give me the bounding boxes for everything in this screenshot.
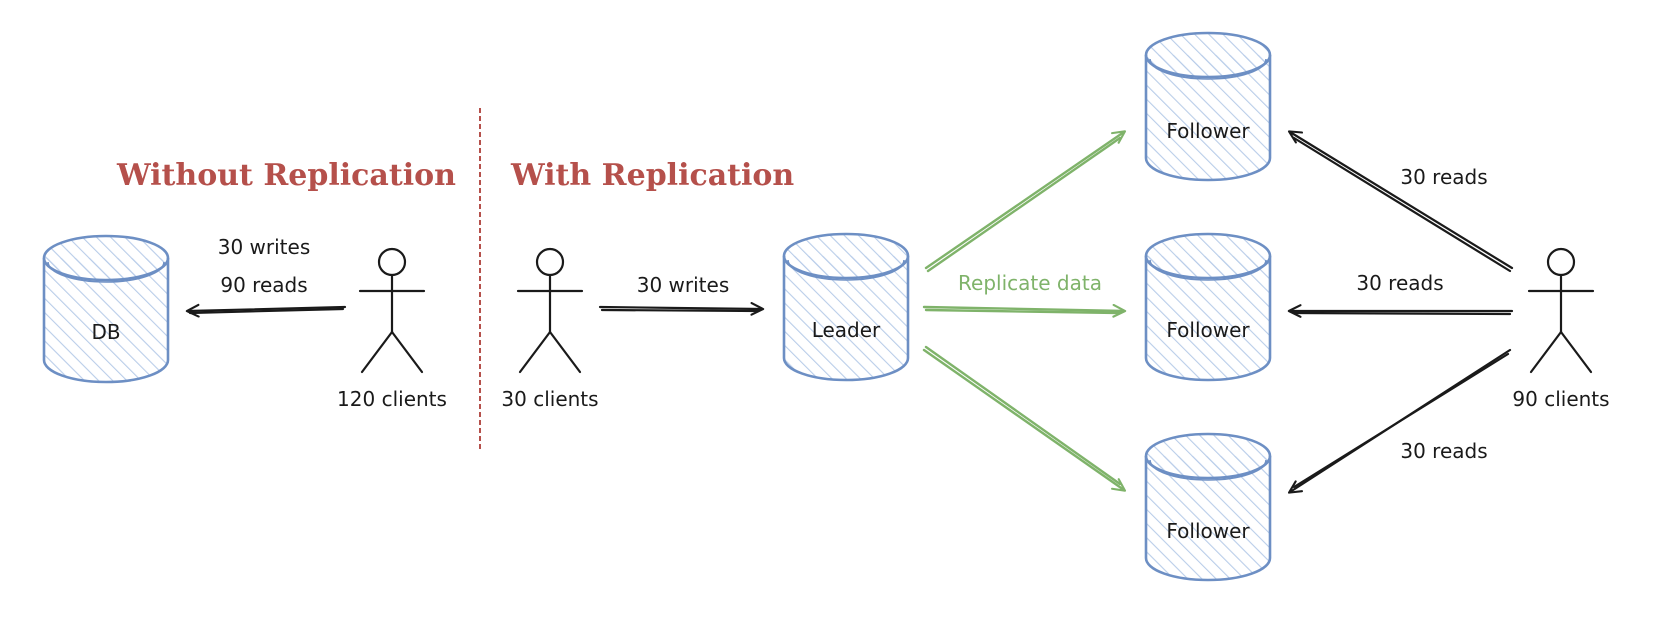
replicate-arrow-bottom	[922, 345, 1127, 492]
follower-cylinder-top	[1144, 31, 1272, 182]
follower-label-top: Follower	[1166, 119, 1250, 143]
replicate-arrow-top	[924, 130, 1127, 273]
follower-cylinder-middle	[1144, 232, 1272, 382]
clients-30-label: 30 clients	[501, 387, 598, 411]
follower-cylinder-bottom	[1144, 432, 1272, 582]
read-arrow-bottom	[1287, 348, 1512, 494]
clients-120-figure	[358, 247, 426, 374]
reads-label-middle: 30 reads	[1356, 271, 1443, 295]
leader-label: Leader	[812, 318, 881, 342]
reads-label-bottom: 30 reads	[1400, 439, 1487, 463]
db-label: DB	[91, 320, 120, 344]
left-reads-label: 90 reads	[220, 273, 307, 297]
replicate-arrow-middle	[922, 303, 1127, 318]
replicate-data-label: Replicate data	[958, 271, 1102, 295]
follower-label-bottom: Follower	[1166, 519, 1250, 543]
writes-arrow	[598, 301, 765, 316]
clients-30-figure	[516, 247, 584, 374]
clients-90-figure	[1527, 247, 1595, 374]
follower-label-middle: Follower	[1166, 318, 1250, 342]
read-arrow-top	[1287, 130, 1514, 273]
left-request-arrow	[185, 303, 347, 318]
reads-label-top: 30 reads	[1400, 165, 1487, 189]
db-cylinder	[42, 234, 170, 384]
right-writes-label: 30 writes	[637, 273, 730, 297]
left-writes-label: 30 writes	[218, 235, 311, 259]
leader-cylinder	[782, 232, 910, 382]
clients-90-label: 90 clients	[1512, 387, 1609, 411]
clients-120-label: 120 clients	[337, 387, 447, 411]
read-arrow-middle	[1287, 304, 1514, 318]
title-with-replication: With Replication	[510, 158, 794, 193]
title-without-replication: Without Replication	[116, 158, 456, 193]
